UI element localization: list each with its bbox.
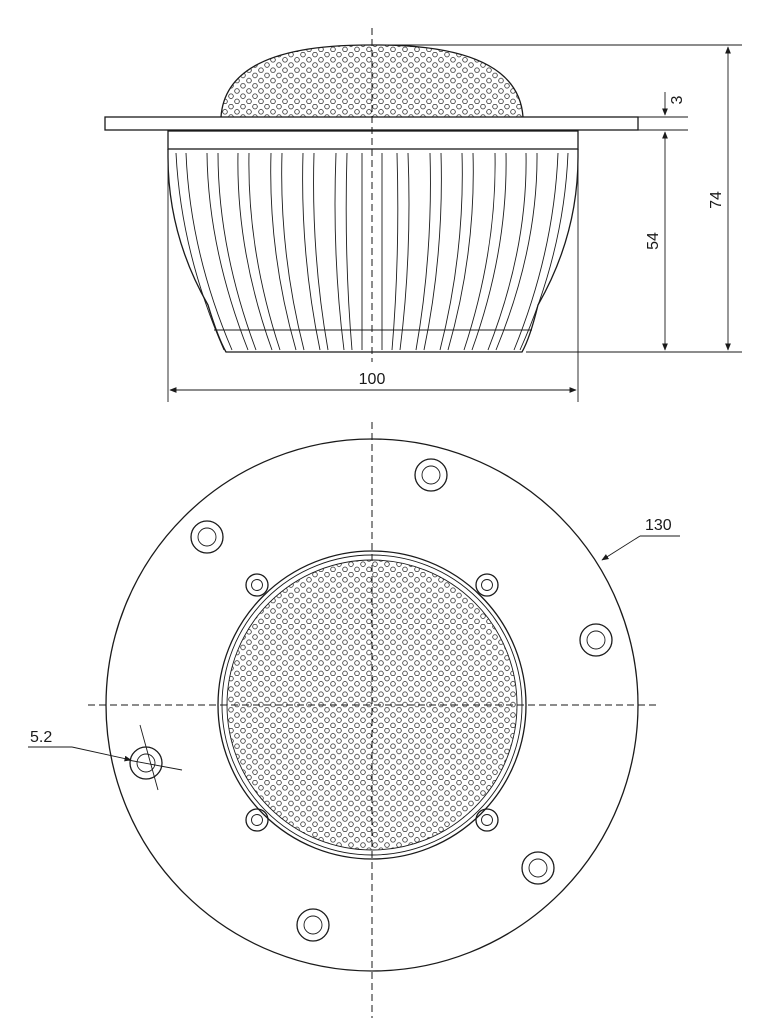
dimension-3: 3 — [662, 92, 686, 136]
dimension-5-2-label: 5.2 — [30, 729, 52, 746]
top-view: 130 5.2 — [28, 422, 680, 1018]
cooling-fins — [175, 152, 569, 351]
side-view: 74 54 3 100 — [104, 28, 742, 402]
dimension-74: 74 — [708, 46, 731, 351]
dimension-54: 54 — [645, 131, 668, 351]
dimension-130-label: 130 — [645, 517, 672, 534]
inner-mounting-holes — [245, 573, 499, 832]
dimension-100: 100 — [169, 371, 577, 393]
extension-lines — [167, 44, 742, 402]
body-outline — [167, 149, 579, 353]
hole-crosshair — [127, 724, 183, 791]
dimension-74-label: 74 — [708, 191, 725, 209]
body-top-lip — [167, 130, 579, 150]
leader-130: 130 — [601, 517, 680, 561]
dimension-54-label: 54 — [645, 232, 662, 250]
dimension-100-label: 100 — [359, 371, 386, 388]
dimension-3-label: 3 — [669, 95, 686, 104]
leader-5-2: 5.2 — [28, 729, 132, 762]
